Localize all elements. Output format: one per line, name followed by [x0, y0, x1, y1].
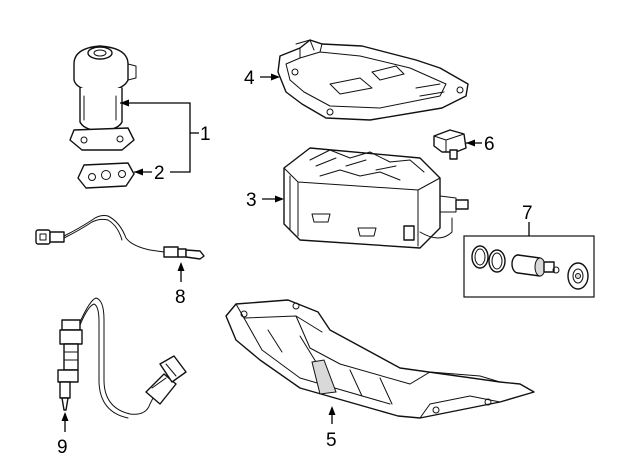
purge-valve [511, 254, 560, 277]
o-ring-2 [488, 249, 506, 273]
oxygen-sensor-upstream [35, 215, 205, 260]
canister-shield [277, 39, 469, 121]
callout-5-leader [328, 406, 336, 424]
vent-sensor [433, 129, 467, 160]
callout-7: 7 [522, 203, 533, 224]
callout-6: 6 [484, 134, 495, 155]
o-ring-1 [471, 245, 489, 269]
egr-valve [69, 45, 137, 151]
lower-shield [225, 299, 535, 419]
callout-5: 5 [326, 430, 337, 451]
egr-gasket [77, 162, 135, 189]
callout-3: 3 [246, 190, 257, 211]
callout-8: 8 [175, 287, 186, 308]
callout-1-bracket [120, 99, 199, 173]
callout-8-leader [177, 262, 185, 282]
purge-valve-kit [463, 222, 595, 298]
callout-2-leader [134, 168, 152, 176]
callout-9-leader [61, 412, 69, 432]
callout-9: 9 [57, 437, 68, 458]
oxygen-sensor-downstream [57, 297, 187, 419]
callout-4: 4 [244, 68, 255, 89]
vapor-canister [283, 147, 469, 249]
callout-4-leader [260, 73, 280, 81]
callout-3-leader [262, 195, 284, 203]
callout-6-leader [466, 139, 482, 147]
callout-2: 2 [154, 163, 165, 184]
purge-cap [567, 262, 589, 290]
callout-1: 1 [200, 124, 211, 145]
